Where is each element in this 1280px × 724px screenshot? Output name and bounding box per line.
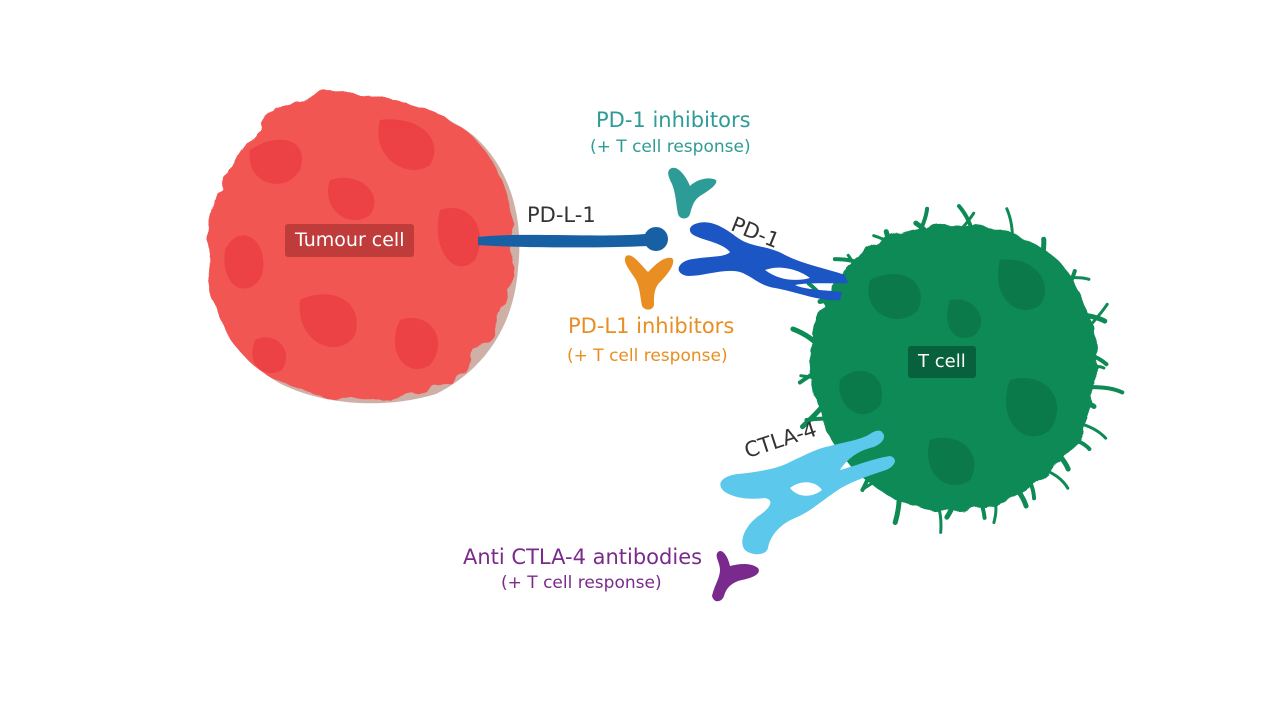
anti-ctla4-note: (+ T cell response) <box>501 573 662 593</box>
pdl1-stalk <box>478 234 648 248</box>
pd1-inhibitor-antibody <box>668 167 717 219</box>
pd1-inhibitor-shape <box>668 167 717 219</box>
pdl1-inhibitors-title: PD-L1 inhibitors <box>568 314 735 338</box>
pd1-shape <box>678 222 848 301</box>
pdl1-inhibitor-antibody <box>624 255 674 310</box>
pdl1-inhibitor-shape <box>624 255 674 310</box>
ctla4-receptor <box>720 430 895 555</box>
pd1-inhibitors-note: (+ T cell response) <box>590 137 751 157</box>
anti-ctla4-shape <box>712 550 759 602</box>
pdl1-label: PD-L-1 <box>527 203 596 227</box>
anti-ctla4-title: Anti CTLA-4 antibodies <box>463 545 703 569</box>
pdl1-head <box>644 227 668 251</box>
anti-ctla4-antibody <box>712 550 759 602</box>
pd1-inhibitors-title: PD-1 inhibitors <box>596 108 751 132</box>
tumour-cell-label: Tumour cell <box>285 224 415 257</box>
pdl1-inhibitors-note: (+ T cell response) <box>567 346 728 366</box>
pd1-receptor <box>678 222 848 301</box>
t-cell-texture <box>839 259 1058 486</box>
pdl1-receptor <box>478 227 668 251</box>
t-cell-projection <box>1088 385 1125 395</box>
t-cell-label: T cell <box>908 346 976 378</box>
tumour-cell-texture <box>224 119 481 374</box>
